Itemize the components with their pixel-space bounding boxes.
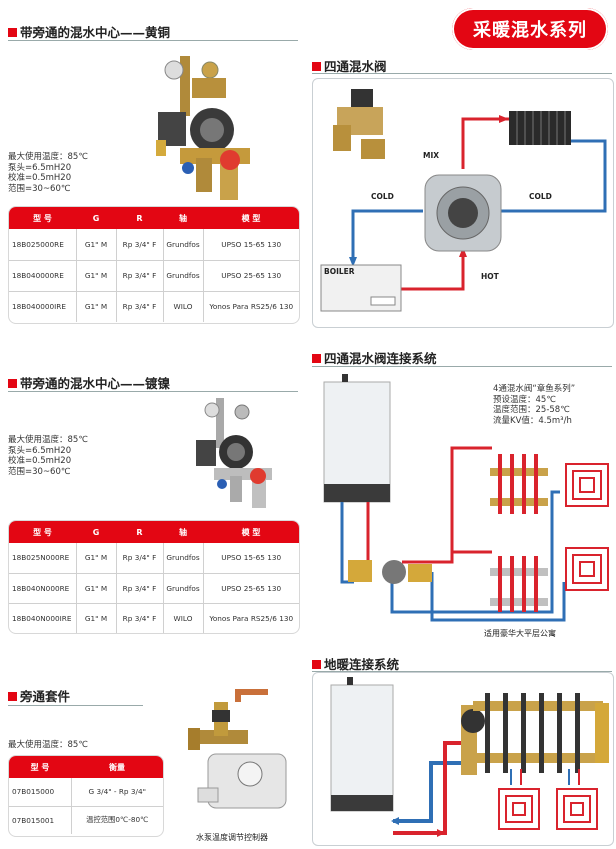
bypass-specs: 最大使用温度：85℃ <box>8 740 88 750</box>
header-measure: 衡量 <box>71 756 163 778</box>
divider <box>312 73 612 74</box>
header-r: R <box>116 521 163 543</box>
divider <box>312 671 612 672</box>
radiator-icon <box>509 111 571 145</box>
cold-right-label: COLD <box>529 192 552 201</box>
four-way-system-diagram <box>323 374 609 622</box>
header-r: R <box>116 207 163 229</box>
bypass-kit-image <box>188 689 287 809</box>
brass-mixing-unit-image <box>156 56 250 200</box>
header-shaft: 轴 <box>163 207 203 229</box>
header-g: G <box>76 521 116 543</box>
header-model-no: 型 号 <box>9 521 76 543</box>
nickel-mixing-unit-image <box>196 398 272 508</box>
hot-label: HOT <box>481 272 499 281</box>
four-way-system-caption: 适用豪华大平层公寓 <box>484 629 556 638</box>
section-title-brass: 带旁通的混水中心——黄铜 <box>8 22 170 41</box>
series-badge: 采暖混水系列 <box>452 8 608 50</box>
header-model: 模 型 <box>203 207 299 229</box>
boiler-label: BOILER <box>324 267 355 276</box>
header-g: G <box>76 207 116 229</box>
floor-heating-diagram <box>312 672 614 846</box>
section-title-nickel: 带旁通的混水中心——镀镍 <box>8 373 170 392</box>
divider <box>8 40 298 41</box>
mixing-valve-icon <box>424 174 502 252</box>
cold-left-label: COLD <box>371 192 394 201</box>
header-model: 模 型 <box>203 521 299 543</box>
section-title-bypass: 旁通套件 <box>8 686 70 705</box>
divider <box>312 366 612 367</box>
valve-product-image <box>333 89 385 159</box>
section-title-four-way-system: 四通混水阀连接系统 <box>312 348 437 367</box>
divider <box>8 705 143 706</box>
header-shaft: 轴 <box>163 521 203 543</box>
header-model-no: 型 号 <box>9 756 71 778</box>
bypass-caption: 水泵温度调节控制器 <box>196 833 268 842</box>
boiler-icon <box>320 264 402 312</box>
divider <box>8 391 298 392</box>
four-way-valve-diagram: MIX COLD COLD BOILER HOT <box>312 78 614 328</box>
section-title-four-way-valve: 四通混水阀 <box>312 56 387 75</box>
header-model-no: 型 号 <box>9 207 76 229</box>
section-title-floor-heating: 地暖连接系统 <box>312 654 399 673</box>
mix-label: MIX <box>423 151 440 160</box>
